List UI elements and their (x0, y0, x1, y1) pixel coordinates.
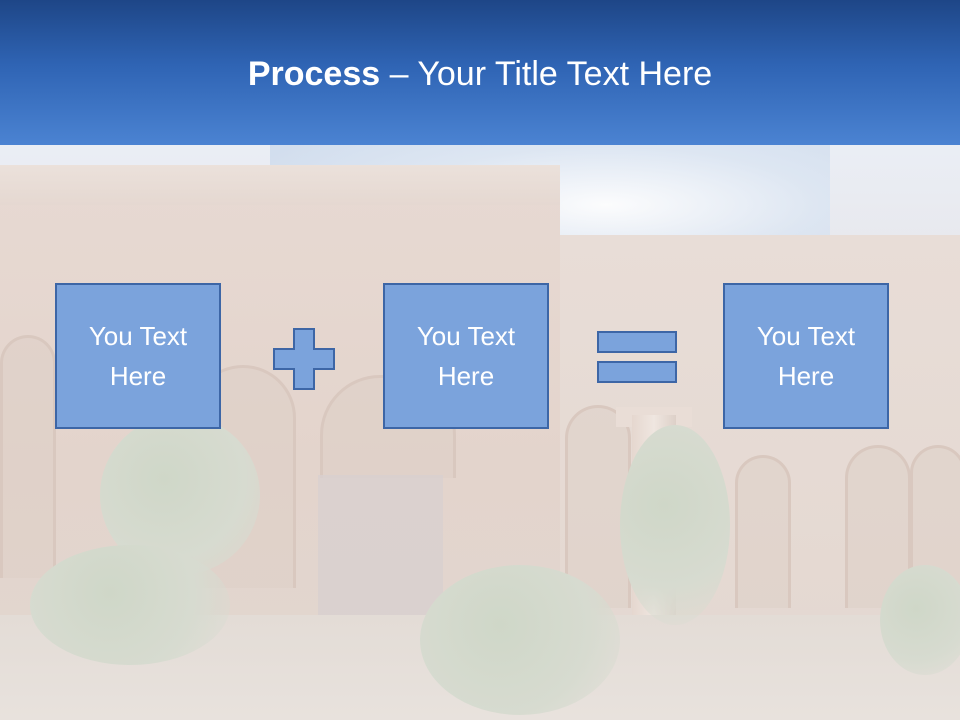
process-box-2[interactable]: You Text Here (383, 283, 549, 429)
box-line-1: You Text (88, 321, 188, 351)
process-box-1[interactable]: You Text Here (55, 283, 221, 429)
title-rest: – Your Title Text Here (380, 55, 713, 93)
tree (420, 565, 620, 715)
title-bar: Process – Your Title Text Here (0, 0, 960, 145)
box-text: You Text Here (757, 316, 855, 396)
box-line-2: Here (777, 361, 835, 391)
process-box-3[interactable]: You Text Here (723, 283, 889, 429)
box-line-2: Here (109, 361, 167, 391)
tree (30, 545, 230, 665)
title-bold: Process (247, 55, 381, 93)
equals-icon[interactable] (597, 331, 677, 383)
roofline (0, 165, 560, 205)
box-line-1: You Text (416, 321, 516, 351)
tree (620, 425, 730, 625)
plus-icon[interactable] (273, 328, 335, 390)
box-line-1: You Text (756, 321, 856, 351)
church-door (318, 475, 443, 615)
box-text: You Text Here (89, 316, 187, 396)
background-photo (0, 145, 960, 720)
box-text: You Text Here (417, 316, 515, 396)
box-line-2: Here (437, 361, 495, 391)
slide-title[interactable]: Process – Your Title Text Here (0, 52, 960, 96)
arch (735, 455, 791, 608)
tree (880, 565, 960, 675)
arch (0, 335, 56, 578)
